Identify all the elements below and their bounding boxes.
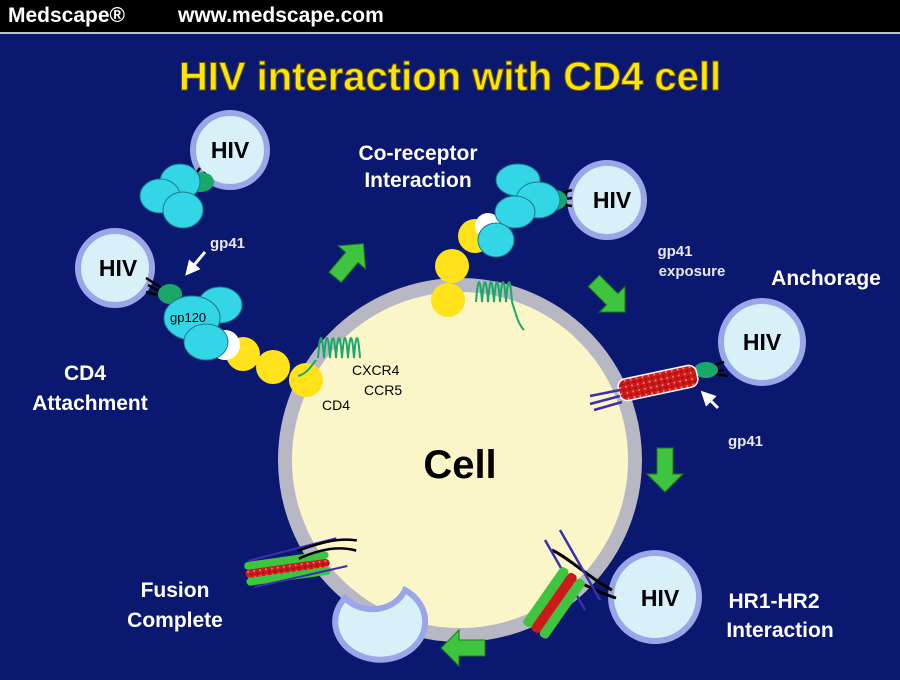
stage-anchorage: Anchorage <box>771 267 881 290</box>
stage-coreceptor-line2: Interaction <box>364 169 471 192</box>
svg-text:HIV: HIV <box>641 585 680 611</box>
hiv-virion-top: HIV <box>139 110 270 229</box>
coreceptor-left <box>297 337 361 377</box>
cell: Cell <box>278 278 642 642</box>
gp120-label: gp120 <box>170 310 206 325</box>
ccr5-label: CCR5 <box>364 382 402 398</box>
coreceptor-right <box>475 281 525 331</box>
svg-text:HIV: HIV <box>593 187 632 213</box>
fusion-complete <box>244 537 429 663</box>
hiv-virion-anchorage: HIV <box>589 298 806 412</box>
arrow-anchorage-to-hr <box>645 447 685 493</box>
cd4-label: CD4 <box>322 397 350 413</box>
svg-text:HIV: HIV <box>211 137 250 163</box>
stage-coreceptor-line1: Co-receptor <box>358 142 477 165</box>
page-title: HIV interaction with CD4 cell <box>179 55 721 99</box>
gp41-exposure-line2: exposure <box>659 263 726 280</box>
stage-cd4-attachment-line2: Attachment <box>32 392 148 415</box>
stage-fusion-line1: Fusion <box>141 579 210 602</box>
hiv-virion-left: HIV gp120 <box>75 228 243 361</box>
cxcr4-label: CXCR4 <box>352 362 400 378</box>
stage-hr1-hr2-line1: HR1-HR2 <box>728 590 819 613</box>
gp41-attach-pointer <box>185 251 207 276</box>
hiv-virion-hr1-hr2: HIV <box>523 529 702 644</box>
gp41-anchor-pointer <box>700 390 720 410</box>
stage-arrows <box>328 243 685 668</box>
cell-label: Cell <box>423 443 496 487</box>
gp41-anchor-label: gp41 <box>728 433 763 450</box>
brand-label: Medscape® <box>8 4 126 27</box>
arrow-hr-to-fusion <box>440 628 486 668</box>
stage-fusion-line2: Complete <box>127 609 223 632</box>
stage-hr1-hr2-line2: Interaction <box>726 619 833 642</box>
site-url: www.medscape.com <box>178 4 384 27</box>
hiv-virion-coreceptor: HIV <box>477 160 647 258</box>
arrow-attach-to-coreceptor <box>328 243 367 284</box>
svg-text:HIV: HIV <box>99 255 138 281</box>
gp41-attach-label: gp41 <box>210 235 245 252</box>
svg-text:HIV: HIV <box>743 329 782 355</box>
stage-cd4-attachment-line1: CD4 <box>64 362 106 385</box>
gp41-exposure-line1: gp41 <box>657 243 692 260</box>
arrow-coreceptor-to-anchorage <box>587 274 626 313</box>
top-bar: Medscape® www.medscape.com <box>0 0 900 34</box>
